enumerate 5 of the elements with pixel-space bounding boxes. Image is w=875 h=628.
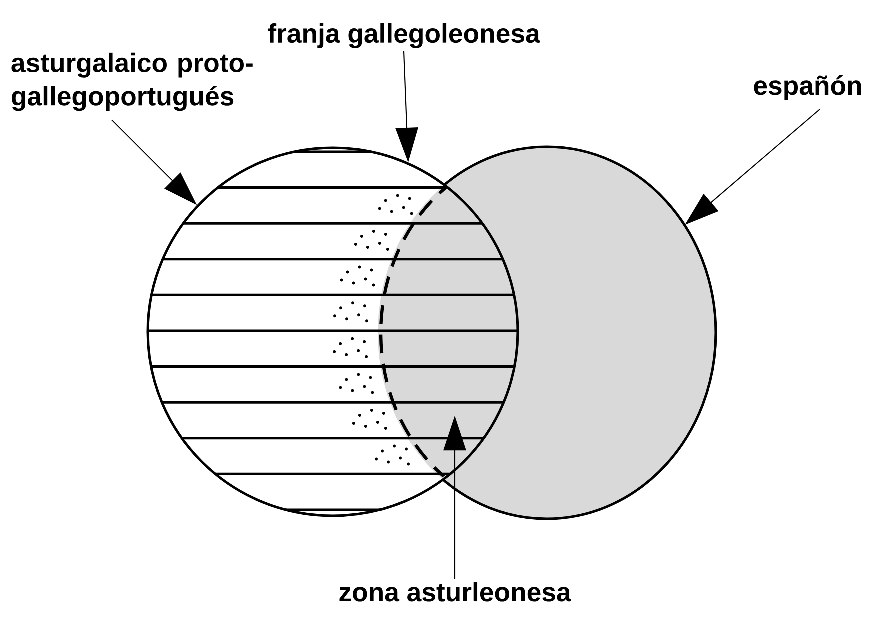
callout-text: franja gallegoleonesa: [268, 24, 540, 48]
callout-text: zona asturleonesa: [340, 582, 572, 602]
shaded-circle: [376, 146, 718, 520]
callout-text: españón: [754, 75, 862, 101]
callout-text: asturgalaico proto-gallegoportugués: [12, 52, 253, 112]
